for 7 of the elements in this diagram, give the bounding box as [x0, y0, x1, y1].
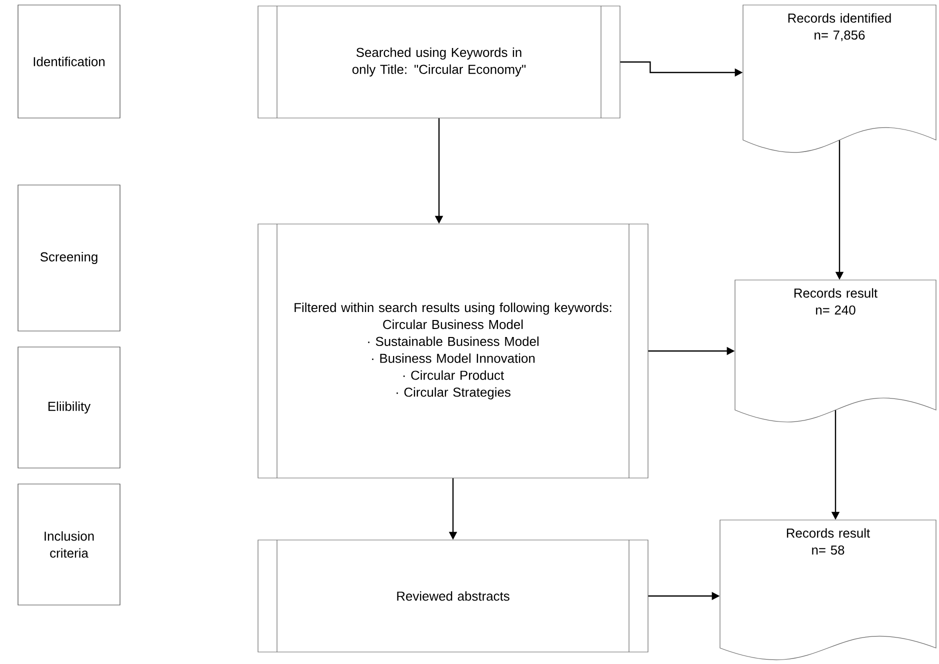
stage-box: Screening — [18, 184, 120, 332]
process-box: Filtered within search results using following keywords: Circular Business Model · Sustainable Business Model · Business Model Innovation · Circular Product · Circular Strategies — [258, 224, 648, 478]
stage-box: Eliibility — [18, 346, 120, 468]
process-box: Reviewed abstracts — [258, 540, 648, 652]
stage-box: Identification — [18, 4, 120, 118]
process-box: Searched using Keywords in only Title: "Circular Economy" — [258, 6, 620, 118]
stage-box: Inclusion criteria — [18, 484, 120, 606]
